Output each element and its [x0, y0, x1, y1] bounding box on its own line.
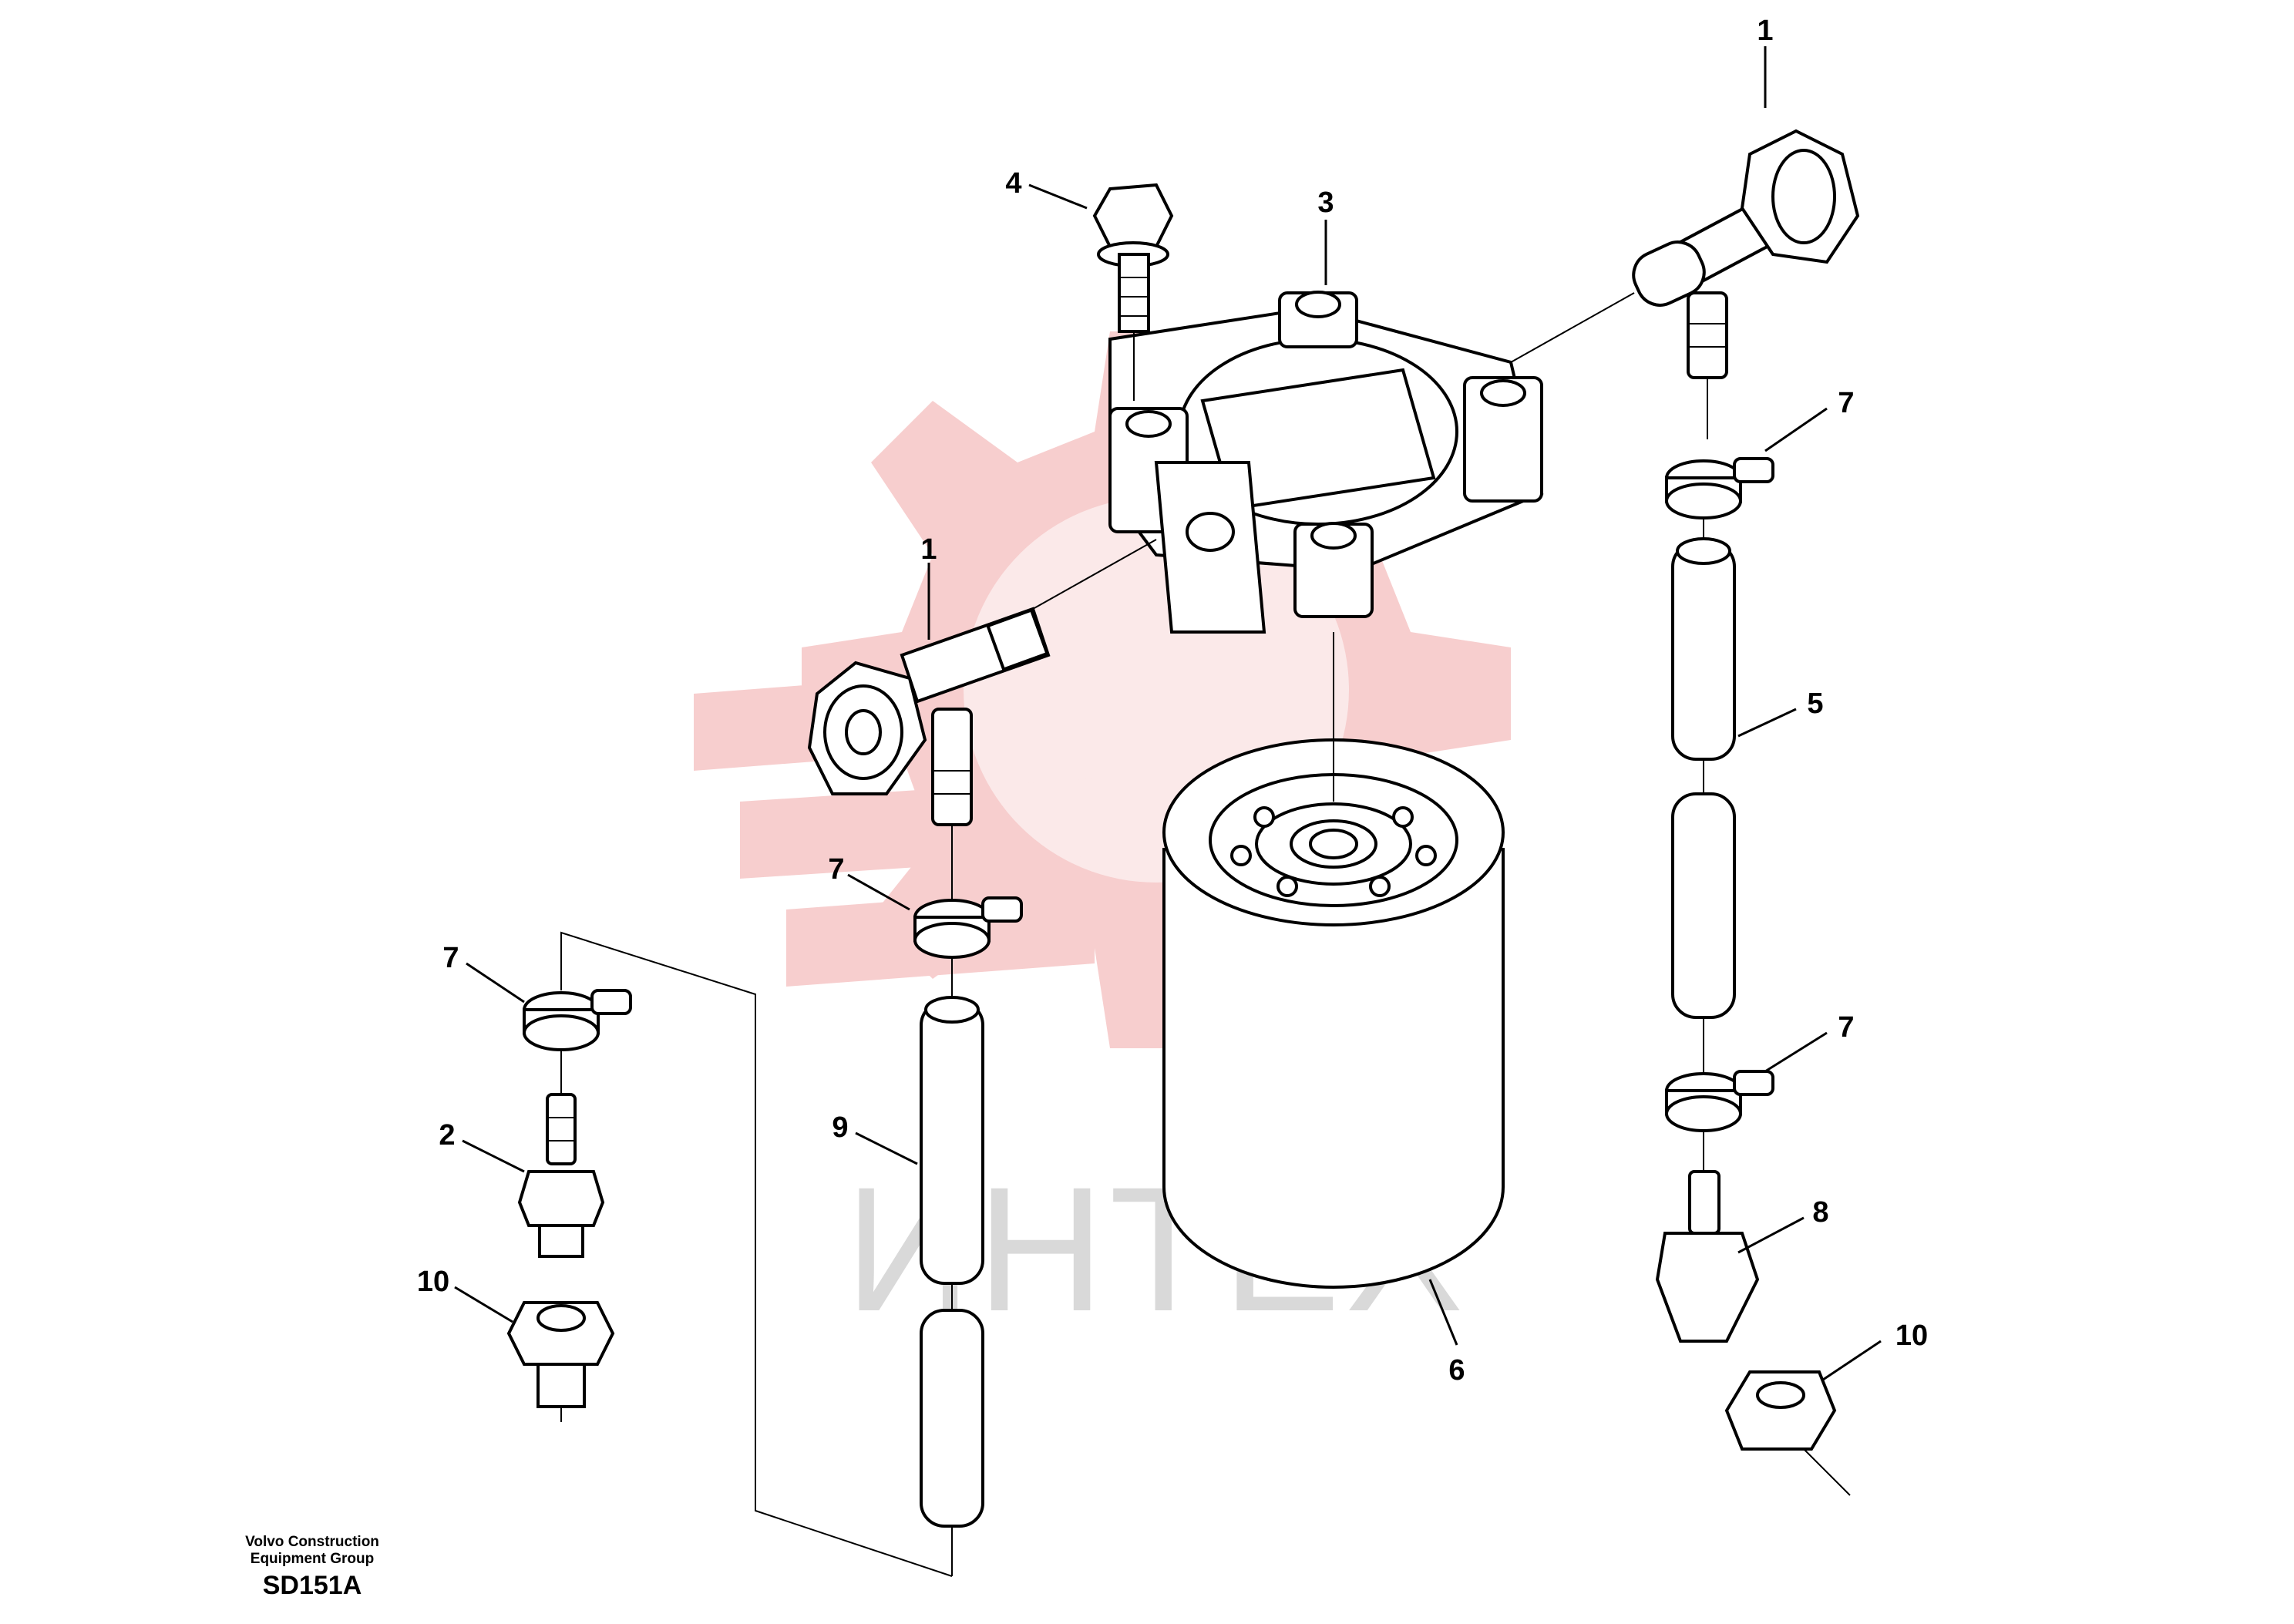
callout-6: 6	[1448, 1354, 1465, 1387]
drain-valve-right	[1510, 129, 1860, 439]
callout-3: 3	[1317, 187, 1334, 219]
leader-lines	[454, 46, 1882, 1381]
callout-9: 9	[832, 1111, 848, 1144]
hose-nipple	[517, 1048, 605, 1258]
credit-line-1: Volvo Construction	[245, 1534, 379, 1550]
credit-block: Volvo Construction Equipment Group SD151…	[197, 1534, 428, 1601]
drawing-code: SD151A	[262, 1571, 362, 1600]
hose-clamp-right-upper	[1665, 457, 1774, 519]
bolt	[1092, 183, 1174, 401]
callout-1-left: 1	[920, 533, 937, 566]
adapter-right	[1724, 1370, 1851, 1496]
callout-8: 8	[1812, 1196, 1828, 1229]
callout-7-right-upper: 7	[1838, 387, 1854, 419]
hose-clamp-right-lower	[1665, 1070, 1774, 1132]
filter-head	[1108, 291, 1544, 634]
callout-7-right-lower: 7	[1838, 1011, 1854, 1044]
credit-line-2: Equipment Group	[250, 1551, 375, 1567]
callout-10-left: 10	[417, 1266, 449, 1298]
callout-1-right: 1	[1757, 15, 1773, 47]
callout-5: 5	[1807, 688, 1823, 720]
filter-element	[1162, 632, 1505, 1289]
hose-clamp-left	[523, 989, 632, 1051]
hose-right	[1671, 516, 1736, 1075]
drain-valve-left	[807, 539, 1157, 826]
hose-clamp-center	[913, 825, 1023, 959]
hose-center	[920, 956, 984, 1576]
callout-10-right: 10	[1895, 1320, 1928, 1352]
elbow-fitting	[1655, 1129, 1760, 1343]
callout-2: 2	[439, 1119, 455, 1152]
callout-7-left: 7	[442, 942, 459, 974]
callout-labels: 1 4 3 7 5 1 7 9 6 7 2 10 7 8 10	[417, 15, 1928, 1387]
adapter-left	[506, 1301, 615, 1422]
callout-7-center: 7	[828, 853, 844, 886]
routing-line	[560, 931, 953, 1577]
callout-4: 4	[1005, 167, 1021, 200]
